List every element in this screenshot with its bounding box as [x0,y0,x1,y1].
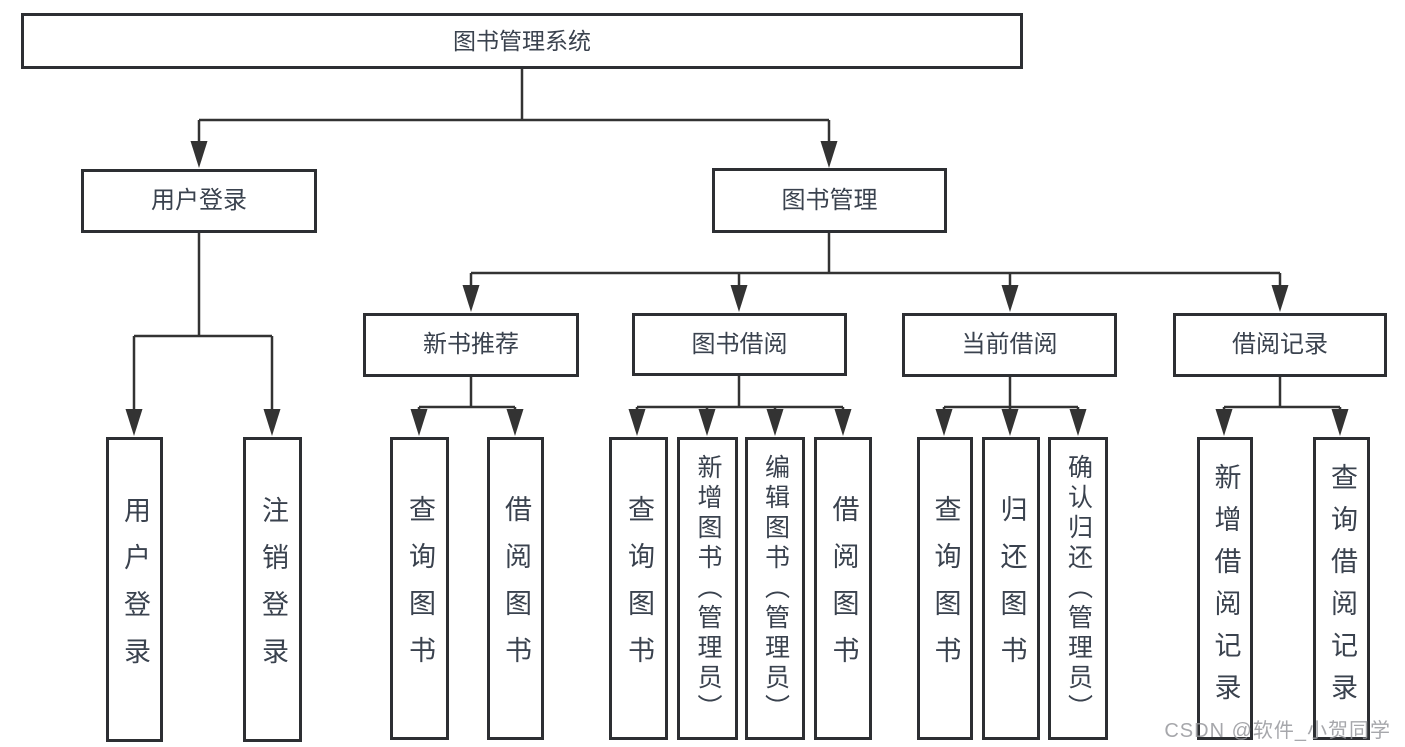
node-query-borrow-record: 查询借阅记录 [1313,437,1370,740]
node-user-login: 用户登录 [106,437,163,742]
node-book-borrowing: 图书借阅 [632,313,847,376]
node-library-management-system: 图书管理系统 [21,13,1023,69]
node-borrow-books-recommend: 借阅图书 [487,437,544,740]
node-new-book-recommendation: 新书推荐 [363,313,579,377]
node-borrowing-records: 借阅记录 [1173,313,1387,377]
node-query-books-borrowing: 查询图书 [609,437,668,740]
csdn-watermark: CSDN @软件_小贺同学 [1164,720,1391,742]
node-edit-books-admin: 编辑图书（管理员） [745,437,805,740]
node-logout: 注销登录 [243,437,302,742]
node-book-management: 图书管理 [712,168,947,233]
node-user-login-group: 用户登录 [81,169,317,233]
node-borrow-books-borrowing: 借阅图书 [814,437,872,740]
node-query-books-recommend: 查询图书 [390,437,449,740]
node-add-books-admin: 新增图书（管理员） [677,437,738,740]
node-confirm-return-admin: 确认归还（管理员） [1048,437,1108,740]
node-return-books: 归还图书 [982,437,1040,740]
node-query-books-current: 查询图书 [917,437,973,740]
node-add-borrow-record: 新增借阅记录 [1197,437,1253,740]
node-current-borrowing: 当前借阅 [902,313,1117,377]
